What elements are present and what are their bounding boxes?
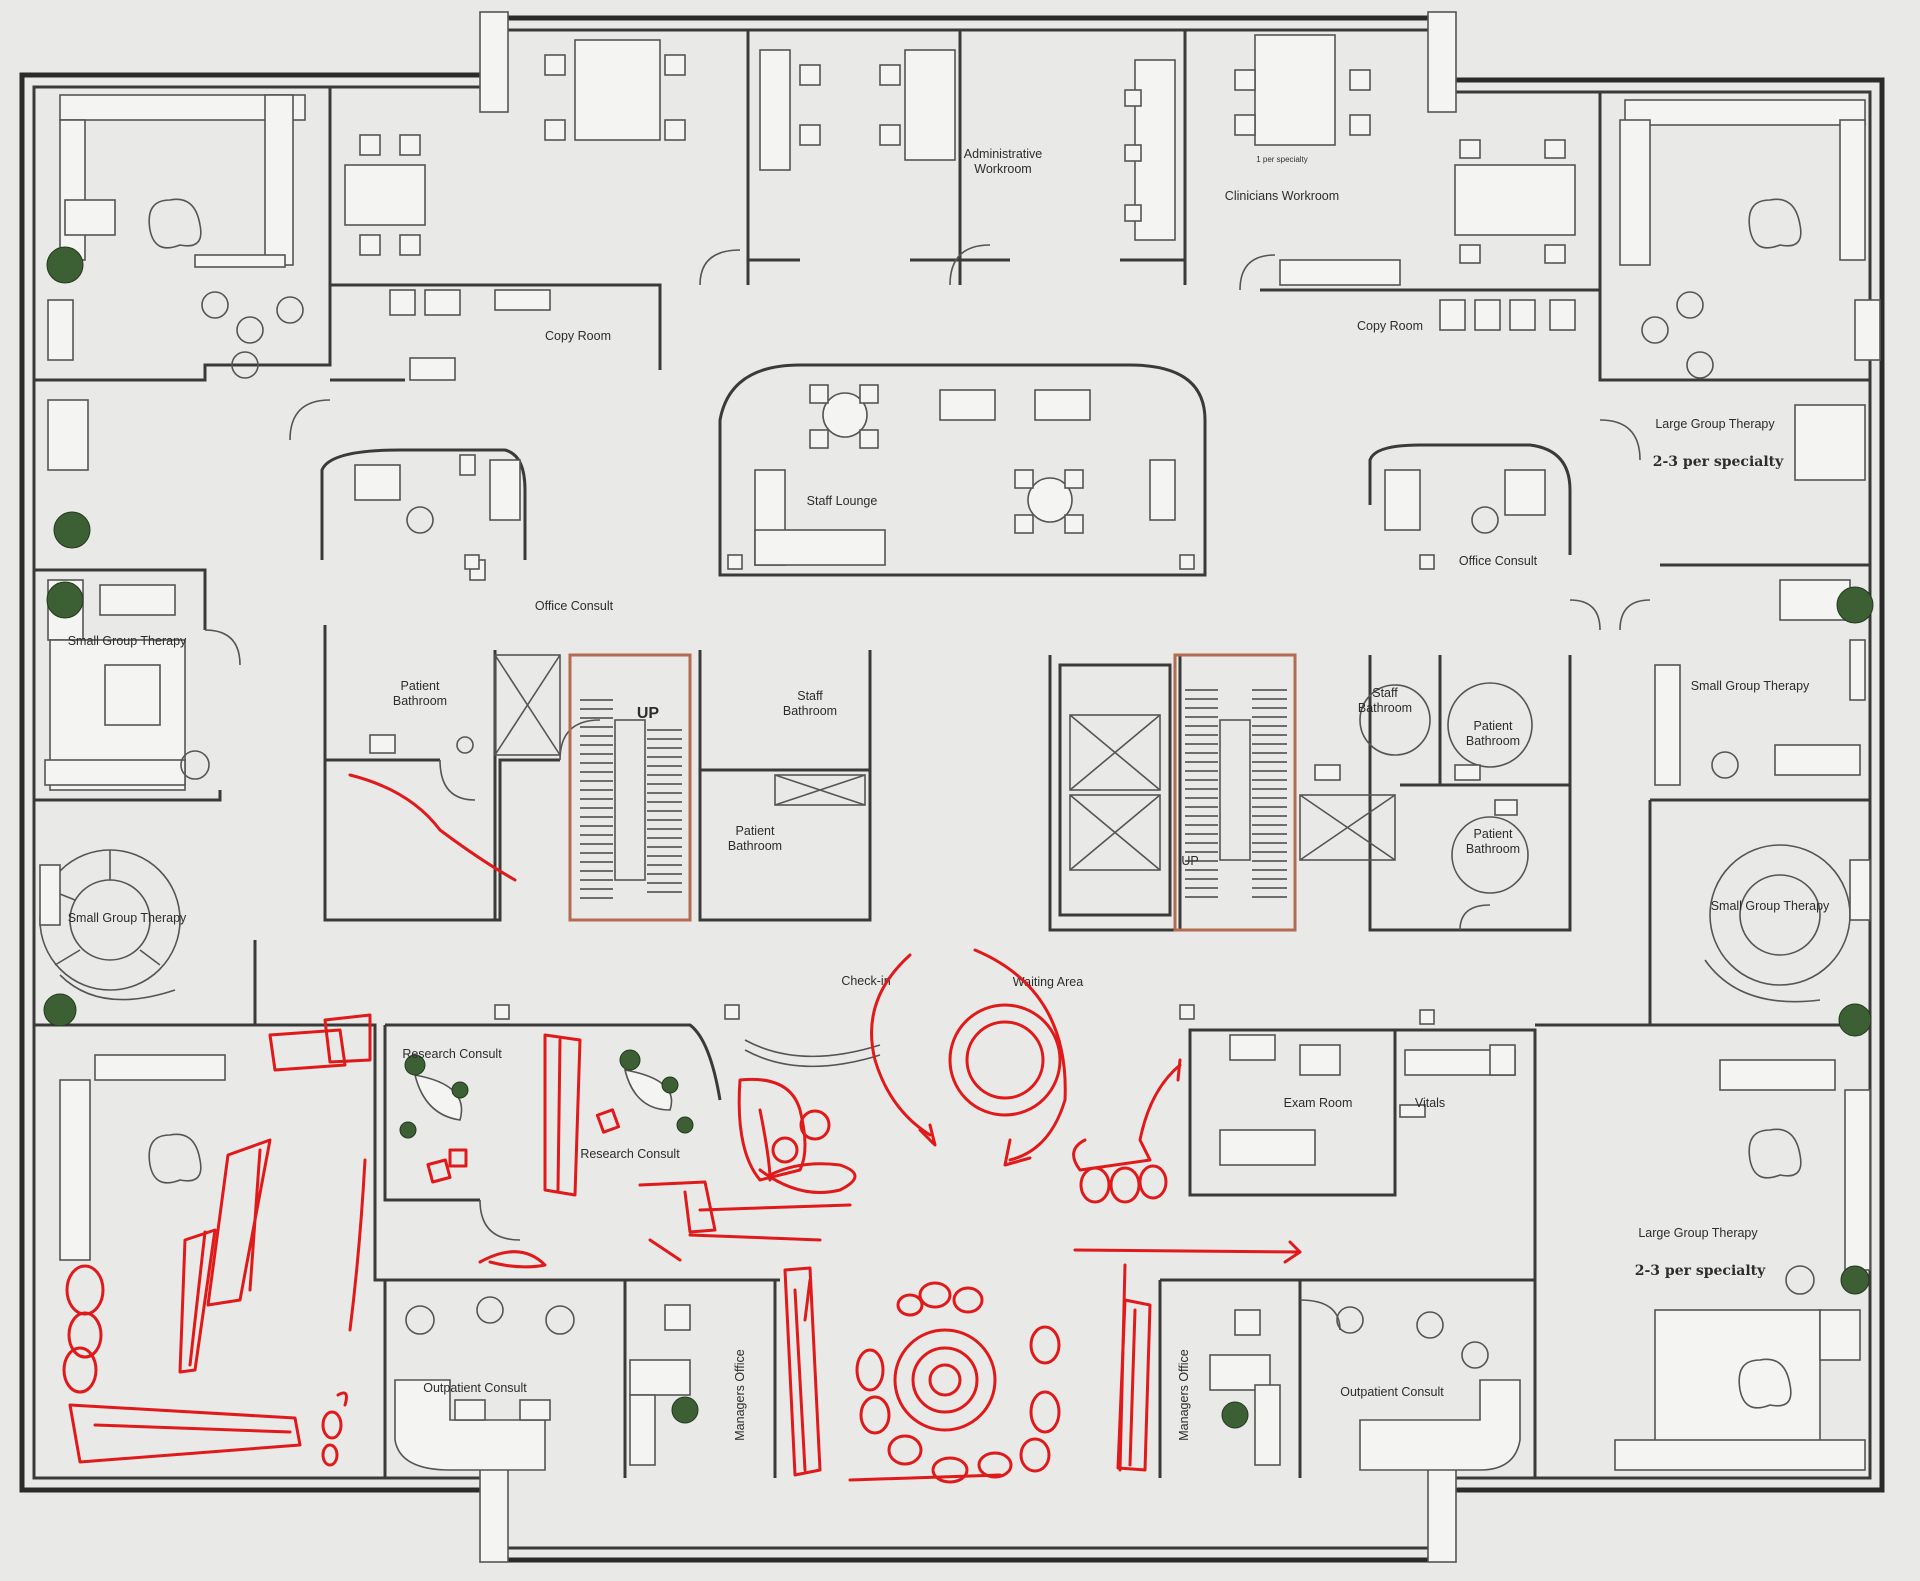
label-large-group-therapy-top-note: 2-3 per specialty xyxy=(1653,454,1784,470)
label-small-group-therapy-left-bottom: Small Group Therapy xyxy=(68,911,187,925)
label-vitals: Vitals xyxy=(1415,1096,1445,1110)
label-small-group-therapy-right-bottom: Small Group Therapy xyxy=(1711,899,1830,913)
label-clinicians-note: 1 per specialty xyxy=(1256,155,1308,164)
label-large-group-therapy-bottom-note: 2-3 per specialty xyxy=(1635,1263,1766,1279)
label-copy-room-right: Copy Room xyxy=(1357,319,1423,333)
label-staff-lounge: Staff Lounge xyxy=(807,494,878,508)
label-office-consult-right: Office Consult xyxy=(1459,554,1538,568)
stairs-left xyxy=(568,653,692,922)
label-waiting-area: Waiting Area xyxy=(1013,975,1083,989)
interior-walls xyxy=(34,30,1870,1478)
label-check-in: Check-in xyxy=(841,974,890,988)
label-office-consult-left: Office Consult xyxy=(535,599,614,613)
label-stair-up-right: UP xyxy=(1181,854,1198,868)
door-swings xyxy=(204,244,1651,1331)
columns xyxy=(464,554,1435,1025)
label-stair-up-left: UP xyxy=(637,705,660,722)
red-markup xyxy=(62,773,1302,1484)
label-large-group-therapy-top: Large Group Therapy xyxy=(1655,417,1775,431)
label-research-consult-1: Research Consult xyxy=(402,1047,502,1061)
label-research-consult-2: Research Consult xyxy=(580,1147,680,1161)
label-exam-room: Exam Room xyxy=(1284,1096,1353,1110)
elevators xyxy=(494,654,1396,917)
label-small-group-therapy-right-top: Small Group Therapy xyxy=(1691,679,1810,693)
exterior-walls xyxy=(19,11,1885,1563)
label-small-group-therapy-left-top: Small Group Therapy xyxy=(68,634,187,648)
label-outpatient-consult-left: Outpatient Consult xyxy=(423,1381,527,1395)
label-managers-office-left: Managers Office xyxy=(733,1349,747,1441)
label-managers-office-right: Managers Office xyxy=(1177,1349,1191,1441)
stairs-right xyxy=(1173,653,1297,932)
stair-steps xyxy=(580,689,1287,899)
furniture xyxy=(39,34,1881,1471)
label-clinicians-workroom: Clinicians Workroom xyxy=(1225,189,1339,203)
label-outpatient-consult-right: Outpatient Consult xyxy=(1340,1385,1444,1399)
plants xyxy=(43,246,1874,1295)
label-large-group-therapy-bottom: Large Group Therapy xyxy=(1638,1226,1758,1240)
label-copy-room-left: Copy Room xyxy=(545,329,611,343)
